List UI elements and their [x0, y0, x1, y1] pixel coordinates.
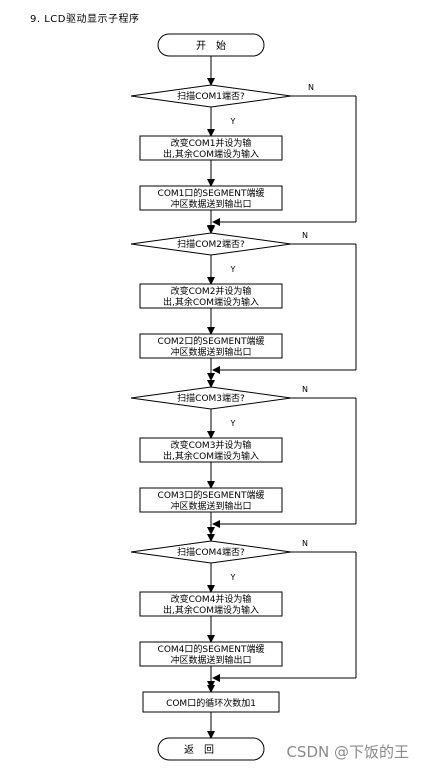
process-text: 出,其余COM端设为输入 [163, 450, 259, 462]
process-text: 改变COM3并设为输 [171, 439, 252, 451]
yes-label: Y [230, 573, 236, 582]
process-text: COM3口的SEGMENT端缓 [158, 489, 265, 501]
process-box [139, 283, 283, 309]
process-text: 出,其余COM端设为输入 [163, 604, 259, 616]
process-box [139, 185, 283, 211]
end-terminator [157, 737, 265, 761]
process-box [139, 437, 283, 463]
process-text: COM1口的SEGMENT端缓 [158, 187, 265, 199]
yes-label: Y [230, 419, 236, 428]
yes-label: Y [230, 265, 236, 274]
process-box [139, 135, 283, 161]
page-title: 9. LCD驱动显示子程序 [30, 14, 140, 25]
process-text: 改变COM4并设为输 [171, 593, 252, 605]
watermark: CSDN @下饭的王 [286, 743, 409, 761]
process-text: 冲区数据送到输出口 [170, 500, 251, 512]
end-label: 返 回 [184, 744, 214, 756]
no-label: N [302, 385, 308, 394]
process-text: 出,其余COM端设为输入 [163, 148, 259, 160]
decision-label: 扫描COM4端否? [177, 546, 245, 558]
process-box [139, 641, 283, 667]
process-text: 冲区数据送到输出口 [170, 654, 251, 666]
process-text: 冲区数据送到输出口 [170, 198, 251, 210]
process-box [139, 487, 283, 513]
no-label: N [308, 83, 314, 92]
start-label: 开 始 [196, 39, 226, 52]
yes-label: Y [230, 117, 236, 126]
no-label: N [302, 539, 308, 548]
no-label: N [302, 231, 308, 240]
process-text: COM4口的SEGMENT端缓 [158, 643, 265, 655]
decision-label: 扫描COM2端否? [177, 238, 245, 250]
process-text: 冲区数据送到输出口 [170, 346, 251, 358]
process-text: 出,其余COM端设为输入 [163, 296, 259, 308]
process-text: 改变COM2并设为输 [171, 285, 252, 297]
final-step-label: COM口的循环次数加1 [166, 697, 256, 709]
process-box [139, 333, 283, 359]
process-text: COM2口的SEGMENT端缓 [158, 335, 265, 347]
decision-label: 扫描COM1端否? [177, 90, 245, 102]
decision-label: 扫描COM3端否? [177, 392, 245, 404]
process-text: 改变COM1并设为输 [171, 137, 252, 149]
